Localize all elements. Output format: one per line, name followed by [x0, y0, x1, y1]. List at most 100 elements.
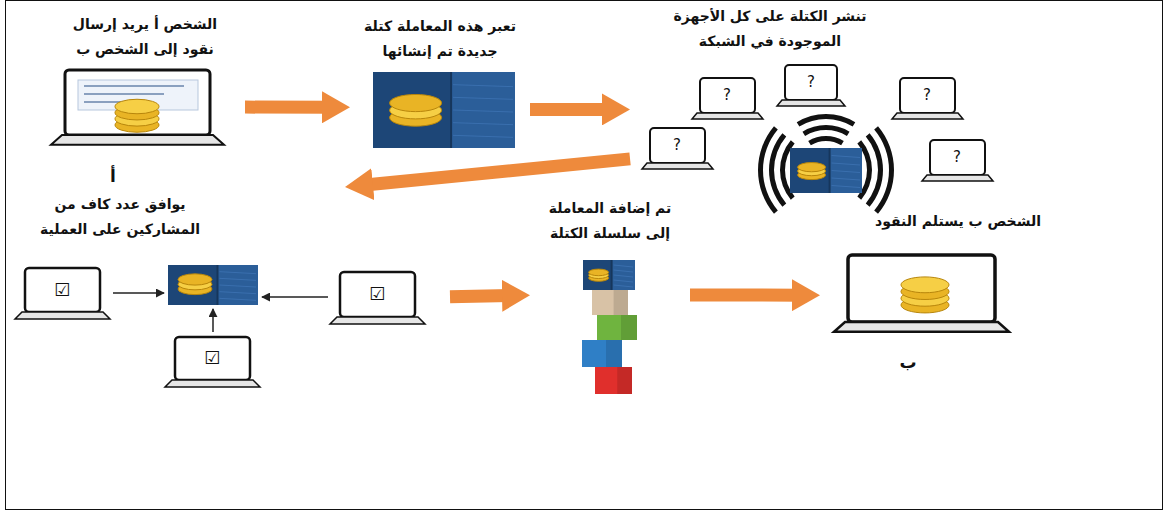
screen-symbol: ☑: [369, 285, 385, 303]
flow-arrow: [245, 101, 330, 114]
chain-block: [595, 367, 632, 394]
signal-arc: [769, 133, 786, 206]
laptop-icon: [777, 65, 845, 106]
screen-symbol: ?: [723, 88, 731, 103]
laptop-screen: [25, 268, 100, 312]
coin-stack: [901, 277, 949, 313]
block-texture: [453, 85, 513, 87]
process-stage: تعبر هذه المعاملة كتلة جديدة تم إنشائها: [360, 8, 520, 150]
process-stage: تنشر الكتلة على كل الأجهزة الموجودة في ا…: [640, 4, 995, 200]
block-left: [583, 260, 612, 290]
laptop-icon: [692, 78, 763, 119]
stage-heading: تعبر هذه المعاملة كتلة جديدة تم إنشائها: [364, 14, 516, 63]
laptop-icon: [165, 337, 260, 387]
signal-arc: [874, 126, 894, 214]
block-right: [451, 72, 515, 148]
block-right: [830, 148, 862, 193]
laptop-icon: [922, 140, 993, 181]
block-texture: [614, 265, 633, 267]
block-left: [373, 72, 451, 148]
coin-stack: [798, 163, 826, 180]
laptop-screen: [340, 272, 415, 317]
block-texture: [832, 156, 860, 158]
laptop-base: [165, 380, 260, 387]
coin-stack: [178, 274, 212, 295]
coin: [798, 163, 826, 172]
block-texture: [220, 292, 257, 294]
block-texture: [832, 186, 860, 188]
laptop-base: [834, 322, 1009, 332]
block-image: [168, 265, 258, 305]
block-texture: [832, 171, 860, 173]
block-texture: [220, 278, 257, 280]
coin: [178, 274, 212, 285]
laptop-base: [692, 113, 763, 119]
block-texture: [614, 285, 633, 287]
laptop-screen: [930, 140, 985, 175]
laptop-screen: [848, 255, 995, 322]
laptop-base: [642, 163, 713, 169]
signal-arc: [802, 125, 849, 136]
person-label: أ: [110, 168, 116, 185]
chain-block-shade: [606, 340, 622, 367]
laptop-screen: [785, 65, 837, 100]
screen-symbol: ☑: [204, 349, 220, 367]
screen-symbol: ?: [673, 138, 681, 153]
process-stage: تم إضافة المعاملة إلى سلسلة الكتلة: [540, 192, 680, 397]
laptop-screen: [700, 78, 755, 113]
coin-stack: [390, 94, 442, 126]
process-stage: الشخص ب يستلم النقود: [830, 205, 1015, 375]
screen-symbol: ?: [953, 150, 961, 165]
coin: [115, 99, 159, 114]
stage-heading: الشخص أ يريد إرسال نقود إلى الشخص ب: [59, 12, 231, 61]
outer-frame: [6, 1, 1163, 510]
flow-arrow: [450, 296, 510, 297]
screen-symbol: ☑: [54, 281, 70, 299]
chain-block: [592, 290, 628, 315]
signal-arc: [866, 133, 883, 206]
flow-arrow: [690, 288, 800, 301]
stage-heading: تنشر الكتلة على كل الأجهزة الموجودة في ا…: [668, 4, 873, 53]
flow-arrow: [365, 159, 630, 185]
coin: [901, 277, 949, 293]
laptop-base: [922, 175, 993, 181]
stage-heading: يوافق عدد كاف من المشاركين على العملية: [23, 192, 218, 241]
laptop-base: [15, 312, 110, 319]
block-image: [583, 260, 635, 290]
chain-block: [582, 340, 622, 367]
chain-block-shade: [614, 290, 628, 315]
block-texture: [453, 135, 513, 137]
block-texture: [614, 270, 633, 272]
approval-line: [113, 292, 164, 294]
block-left: [790, 148, 830, 193]
process-stage: الشخص أ يريد إرسال نقود إلى الشخص ب: [40, 8, 235, 180]
laptop-base: [777, 100, 845, 106]
screen-symbol: ?: [807, 75, 815, 90]
block-seam: [611, 260, 613, 290]
chain-block: [597, 315, 637, 340]
block-texture: [453, 110, 513, 112]
block-texture: [220, 272, 257, 274]
laptop-screen: [175, 337, 250, 380]
block-texture: [832, 163, 860, 165]
person-label: ب: [899, 354, 916, 371]
block-image: [790, 148, 862, 193]
stage-heading: الشخص ب يستلم النقود: [873, 209, 1043, 234]
chain-block-shade: [621, 315, 637, 340]
block-right: [612, 260, 635, 290]
screen-line: [84, 85, 184, 87]
laptop-icon: [892, 78, 963, 119]
laptop-base: [892, 113, 963, 119]
block-texture: [453, 97, 513, 99]
stage-heading: تم إضافة المعاملة إلى سلسلة الكتلة: [542, 196, 678, 245]
block-seam: [829, 148, 831, 193]
laptop-screen: [65, 70, 210, 135]
coin: [589, 269, 609, 276]
block-texture: [832, 178, 860, 180]
signal-arc: [758, 126, 778, 214]
block-seam: [450, 72, 452, 148]
block-texture: [220, 298, 257, 300]
